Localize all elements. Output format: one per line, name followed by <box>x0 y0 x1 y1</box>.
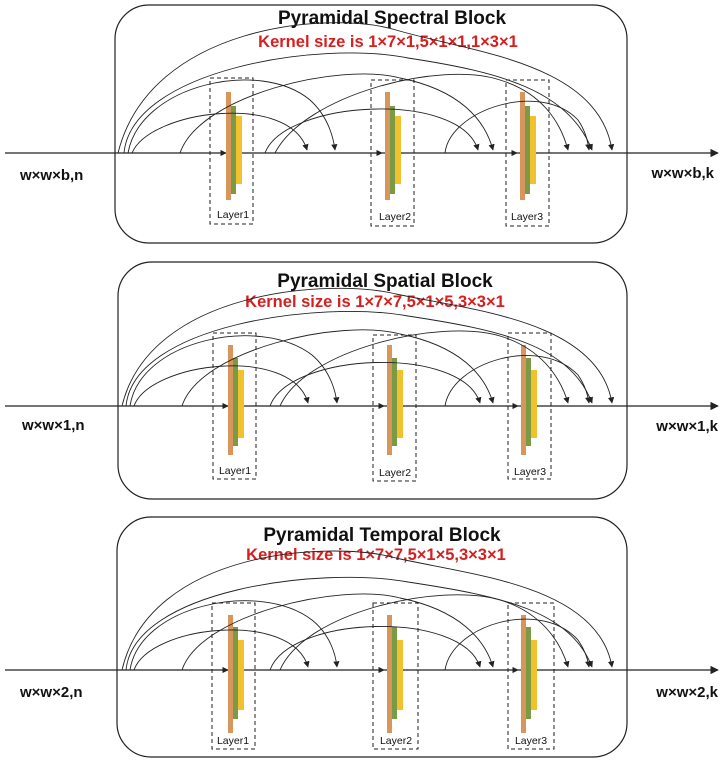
input-label: w×w×1,n <box>21 417 85 434</box>
feature-bar-yellow <box>238 370 244 438</box>
skip-connection <box>121 287 615 407</box>
layer-2: Layer2 <box>372 334 417 482</box>
feature-bar-green <box>526 627 531 719</box>
input-label: w×w×2,n <box>19 684 83 701</box>
skip-connection <box>125 311 593 407</box>
layer-dashed-box <box>372 602 419 750</box>
block-title: Pyramidal Spectral Block <box>278 8 507 29</box>
feature-bar-yellow <box>530 116 536 184</box>
layer-label: Layer1 <box>217 735 249 747</box>
skip-connection <box>181 329 495 407</box>
feature-bar-yellow <box>395 116 401 184</box>
skip-connection <box>179 73 495 154</box>
layer-3: Layer3 <box>505 79 550 227</box>
block-title: Pyramidal Spatial Block <box>277 271 493 292</box>
layer-dashed-box <box>507 332 552 480</box>
layer-label: Layer1 <box>217 209 249 221</box>
layer-dashed-box <box>505 79 550 227</box>
block-frame <box>117 261 628 500</box>
feature-bar-orange <box>387 615 392 733</box>
skip-connection <box>264 108 480 154</box>
feature-bar-green <box>526 358 531 446</box>
layer-dashed-box <box>211 602 256 750</box>
skip-connection <box>117 22 615 154</box>
input-label: w×w×b,n <box>19 167 83 184</box>
block-frame <box>114 4 628 244</box>
block-frame <box>116 516 628 758</box>
feature-bar-orange <box>228 345 233 455</box>
layer-label: Layer3 <box>515 735 547 747</box>
kernel-size-label: Kernel size is 1×7×7,5×1×5,3×3×1 <box>246 546 506 564</box>
layer-label: Layer2 <box>379 211 411 223</box>
feature-bar-yellow <box>531 640 537 710</box>
feature-bar-green <box>392 627 397 719</box>
layer-label: Layer3 <box>514 466 546 478</box>
feature-bar-yellow <box>238 640 244 710</box>
layer-dashed-box <box>372 334 417 482</box>
feature-bar-green <box>233 358 238 446</box>
feature-bar-orange <box>520 92 525 200</box>
feature-bar-orange <box>521 345 526 455</box>
skip-connection <box>121 550 615 671</box>
layer-label: Layer1 <box>219 465 251 477</box>
feature-bar-green <box>233 627 238 719</box>
skip-connection <box>127 79 338 154</box>
layer-1: Layer1 <box>212 332 257 480</box>
feature-bar-yellow <box>397 640 403 710</box>
skip-connection <box>269 626 482 671</box>
layer-dashed-box <box>370 79 415 227</box>
skip-connection <box>131 112 309 154</box>
output-label: w×w×b,k <box>650 165 714 182</box>
layer-dashed-box <box>209 77 254 225</box>
kernel-size-label: Kernel size is 1×7×7,5×1×5,3×3×1 <box>245 293 505 311</box>
skip-connection <box>444 618 592 671</box>
feature-bar-orange <box>226 92 231 200</box>
skip-connection <box>133 365 310 407</box>
output-label: w×w×2,k <box>655 684 718 701</box>
skip-connection <box>279 330 570 407</box>
layer-label: Layer2 <box>379 467 411 479</box>
layer-label: Layer2 <box>380 735 412 747</box>
feature-bar-green <box>231 106 236 194</box>
layer-2: Layer2 <box>372 602 419 750</box>
skip-connection <box>444 355 592 407</box>
skip-connection <box>279 594 570 671</box>
feature-bar-yellow <box>531 370 537 438</box>
skip-connection <box>444 100 592 154</box>
feature-bar-green <box>392 358 397 446</box>
layer-1: Layer1 <box>211 602 256 750</box>
feature-bar-orange <box>228 615 233 733</box>
block-spectral: Pyramidal Spectral Block Kernel size is … <box>5 4 719 244</box>
kernel-size-label: Kernel size is 1×7×1,5×1×1,1×3×1 <box>258 33 518 51</box>
feature-bar-orange <box>521 615 526 733</box>
skip-connection <box>274 73 570 154</box>
layer-dashed-box <box>212 332 257 480</box>
feature-bar-orange <box>387 345 392 455</box>
skip-connection <box>129 335 340 407</box>
layer-dashed-box <box>507 602 555 750</box>
skip-connection <box>123 52 593 154</box>
feature-bar-yellow <box>236 116 242 184</box>
block-title: Pyramidal Temporal Block <box>263 525 501 546</box>
skip-connection <box>125 576 593 671</box>
feature-bar-green <box>390 106 395 194</box>
block-temporal: Pyramidal Temporal Block Kernel size is … <box>5 516 719 758</box>
feature-bar-orange <box>385 92 390 200</box>
output-label: w×w×1,k <box>655 418 718 435</box>
skip-connection <box>129 600 340 671</box>
layer-1: Layer1 <box>209 77 254 225</box>
block-spatial: Pyramidal Spatial Block Kernel size is 1… <box>5 261 719 500</box>
feature-bar-yellow <box>397 370 403 438</box>
layer-3: Layer3 <box>507 602 555 750</box>
layer-label: Layer3 <box>511 211 543 223</box>
skip-connection <box>133 629 310 671</box>
skip-connection <box>269 362 482 407</box>
feature-bar-green <box>525 106 530 194</box>
layer-3: Layer3 <box>507 332 552 480</box>
skip-connection <box>181 593 495 671</box>
layer-2: Layer2 <box>370 79 415 227</box>
